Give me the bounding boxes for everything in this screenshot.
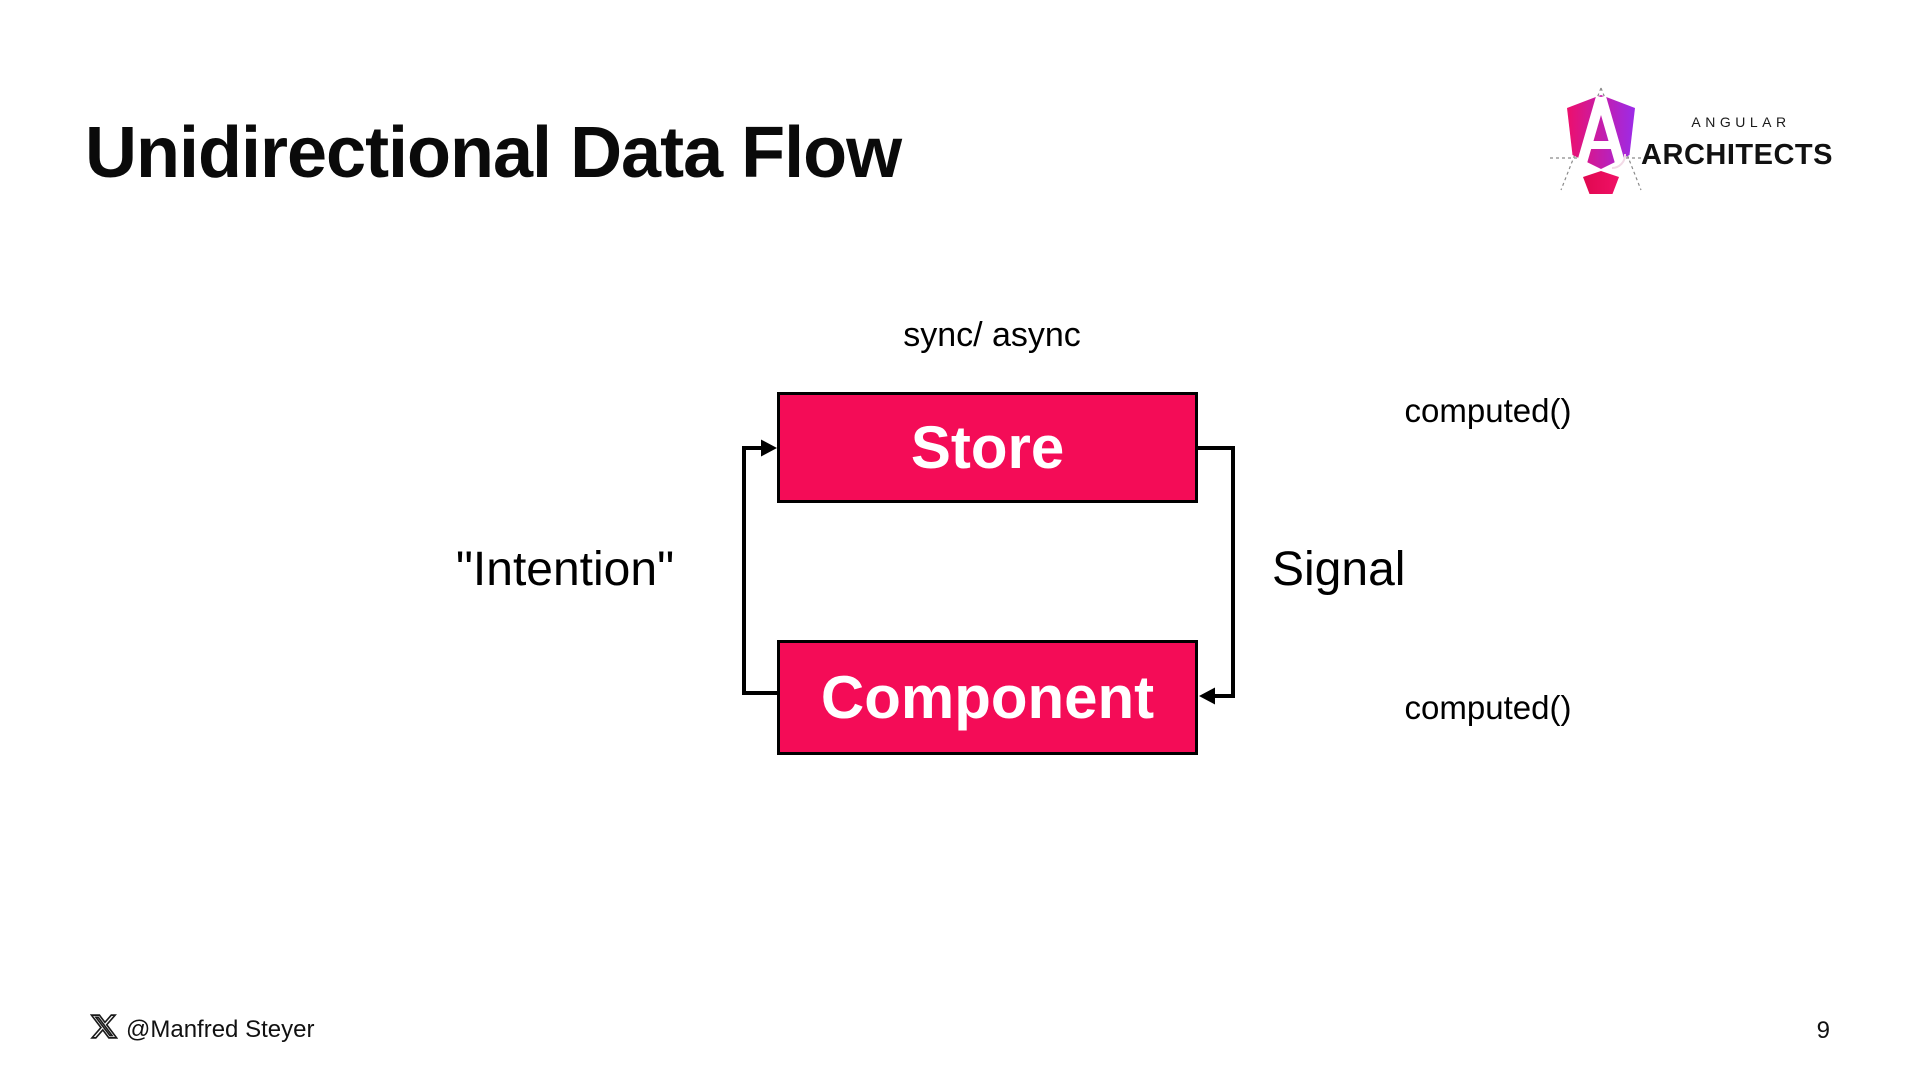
- angular-architects-shield-icon: [1550, 87, 1652, 194]
- right-flow-arrow: [1198, 446, 1235, 705]
- logo-brand-bottom-text: ARCHITECTS: [1641, 139, 1833, 171]
- sync-async-label: sync/ async: [903, 316, 1081, 354]
- computed-top-label: computed(): [1404, 392, 1572, 429]
- computed-bottom-label: computed(): [1404, 689, 1572, 726]
- store-node: Store: [777, 392, 1198, 503]
- left-flow-arrow: [742, 439, 777, 695]
- component-node-label: Component: [820, 664, 1155, 731]
- signal-label: Signal: [1272, 543, 1406, 596]
- component-node: Component: [777, 640, 1198, 755]
- slide-page-number: 9: [1816, 1017, 1830, 1044]
- store-node-label: Store: [910, 414, 1065, 481]
- intention-label: "Intention": [455, 543, 675, 596]
- footer-social-handle: @Manfred Steyer: [126, 1016, 315, 1043]
- x-social-logo-icon: [90, 1014, 118, 1039]
- logo-brand-top-text: ANGULAR: [1691, 114, 1791, 130]
- page-title: Unidirectional Data Flow: [85, 113, 902, 193]
